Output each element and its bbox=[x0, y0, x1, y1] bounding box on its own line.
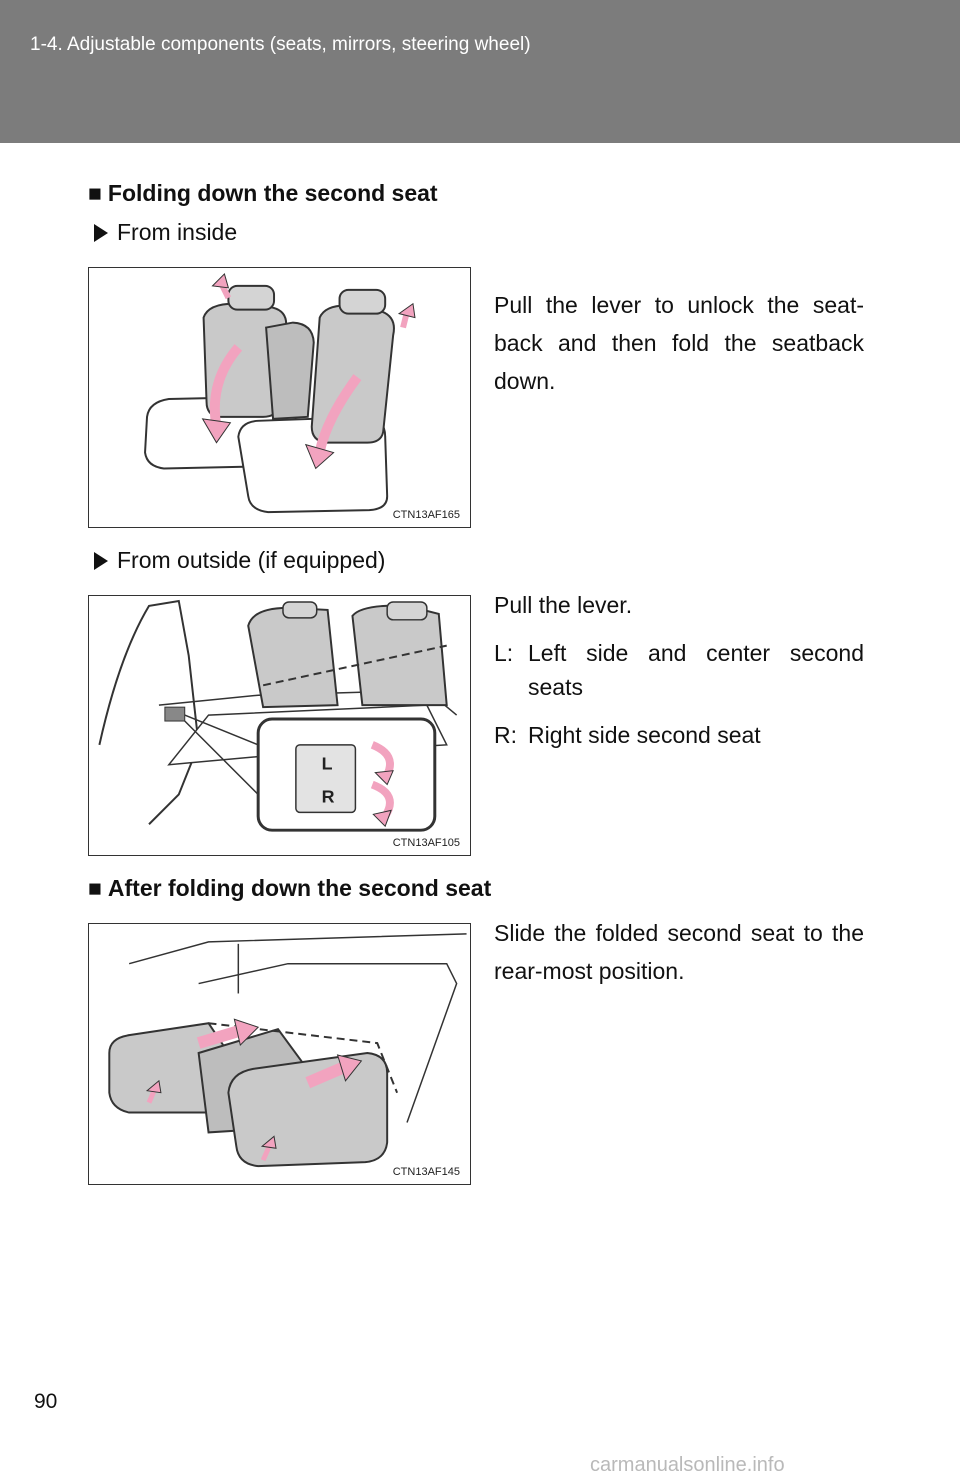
section-heading-folding: ■Folding down the second seat bbox=[88, 180, 438, 206]
triangle-bullet-icon bbox=[94, 552, 108, 570]
list-text: Left side and center second seats bbox=[528, 640, 864, 700]
cargo-lever-illustration: L R bbox=[98, 599, 458, 832]
figure-seat-slide: CTN13AF145 bbox=[88, 923, 471, 1185]
square-bullet-icon: ■ bbox=[88, 180, 102, 206]
figure-seat-fold-outside: L R CTN13AF105 bbox=[88, 595, 471, 856]
chapter-title: 1-4. Adjustable components (seats, mirro… bbox=[30, 34, 531, 55]
subheading-from-inside: From inside bbox=[94, 219, 237, 246]
figure-code: CTN13AF105 bbox=[392, 837, 460, 849]
square-bullet-icon: ■ bbox=[88, 875, 102, 901]
list-key: L: bbox=[494, 640, 514, 666]
list-item-left: L: Left side and center second seats bbox=[494, 636, 864, 704]
figure-code: CTN13AF165 bbox=[392, 509, 460, 521]
seat-slide-illustration bbox=[108, 933, 467, 1168]
list-text: Right side second seat bbox=[528, 722, 761, 748]
triangle-bullet-icon bbox=[94, 224, 108, 242]
instruction-from-inside: Pull the lever to unlock the seat-back a… bbox=[494, 292, 864, 394]
figure-code: CTN13AF145 bbox=[392, 1166, 460, 1178]
figure-seat-fold-inside: CTN13AF165 bbox=[88, 267, 471, 528]
instruction-slide: Slide the folded second seat to the rear… bbox=[494, 920, 864, 984]
watermark: carmanualsonline.info bbox=[590, 1454, 785, 1476]
section-heading-after-folding: ■After folding down the second seat bbox=[88, 875, 492, 901]
lever-label-L: L bbox=[322, 754, 333, 774]
page-number: 90 bbox=[34, 1390, 58, 1413]
page-header: 1-4. Adjustable components (seats, mirro… bbox=[0, 0, 960, 143]
seat-fold-illustration bbox=[144, 273, 416, 514]
list-key: R: bbox=[494, 722, 517, 748]
lever-label-R: R bbox=[322, 786, 335, 806]
instruction-from-outside: Pull the lever. bbox=[494, 592, 633, 618]
list-item-right: R: Right side second seat bbox=[494, 718, 864, 752]
subheading-from-outside: From outside (if equipped) bbox=[94, 547, 385, 574]
